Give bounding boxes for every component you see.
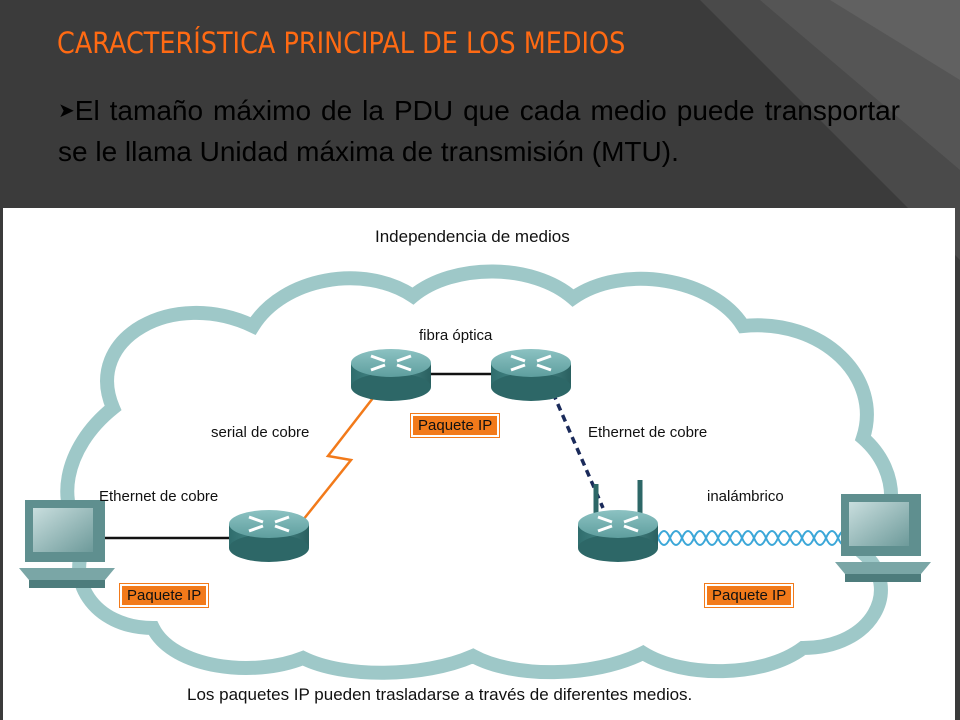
bullet-paragraph: ➤El tamaño máximo de la PDU que cada med… [58,92,900,171]
packet-badge-left: Paquete IP [118,583,210,608]
bullet-arrow-icon: ➤ [58,100,75,122]
ethernet-left-label: Ethernet de cobre [99,488,219,505]
network-cloud [60,264,899,680]
computer-icon [19,500,115,588]
diagram-title: Independencia de medios [375,227,570,246]
slide-title: CARACTERÍSTICA PRINCIPAL DE LOS MEDIOS [57,26,626,60]
packet-badge-top: Paquete IP [409,413,501,438]
diagram-graphics [19,264,931,680]
packet-badge-right: Paquete IP [703,583,795,608]
wireless-label: inalámbrico [707,488,784,505]
serial-link [302,397,374,521]
ethernet-right-label: Ethernet de cobre [588,424,708,441]
ethernet-link-right [551,392,605,509]
serial-label: serial de cobre [211,424,310,441]
wireless-router-icon [578,480,658,562]
fiber-label: fibra óptica [419,327,493,344]
router-icon [491,349,571,401]
router-icon [229,510,309,562]
media-diagram: Independencia de medios fibra óptica ser… [3,208,955,720]
router-icon [351,349,431,401]
bullet-text: El tamaño máximo de la PDU que cada medi… [58,95,900,167]
diagram-caption: Los paquetes IP pueden trasladarse a tra… [187,685,693,704]
computer-icon [835,494,931,582]
